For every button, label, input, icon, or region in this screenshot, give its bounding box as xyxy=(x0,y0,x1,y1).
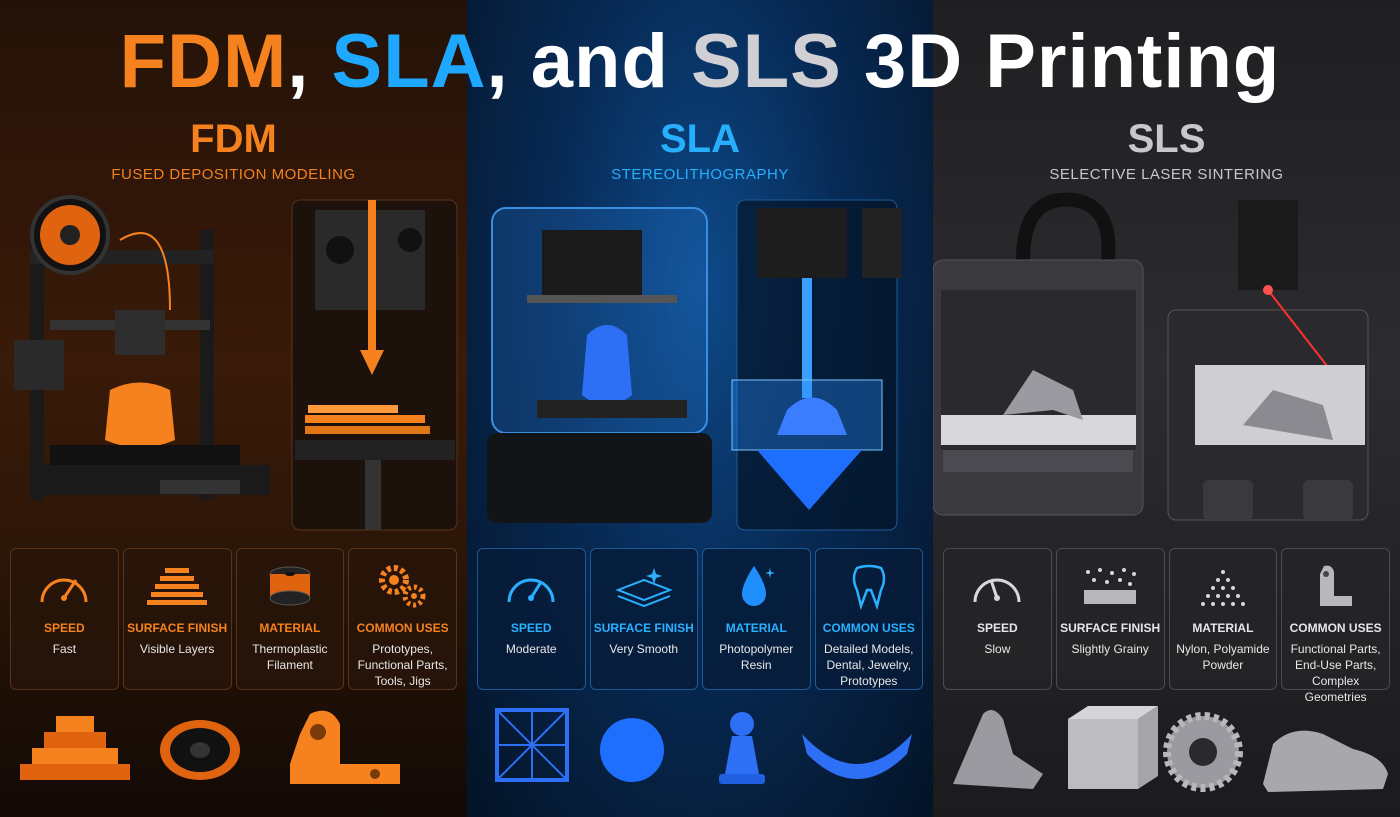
spec-value: Detailed Models, Dental, Jewelry, Protot… xyxy=(824,642,914,688)
fdm-abbr: FDM xyxy=(190,117,277,161)
spec-label: SPEED xyxy=(44,621,85,635)
speedometer-icon xyxy=(944,559,1051,613)
spec-value: Thermoplastic Filament xyxy=(252,642,328,672)
spec-value: Slightly Grainy xyxy=(1071,642,1149,656)
speedometer-icon xyxy=(478,559,585,613)
sls-sample-parts xyxy=(933,694,1400,806)
spec-label: COMMON USES xyxy=(356,621,449,635)
sls-spec-surface: SURFACE FINISH Slightly Grainy xyxy=(1055,548,1165,690)
spec-value: Photopolymer Resin xyxy=(719,642,794,672)
dental-aligner-part xyxy=(802,734,912,779)
spec-value: Moderate xyxy=(505,642,557,656)
fdm-column: FDM FUSED DEPOSITION MODELING xyxy=(0,0,467,817)
title-sep1: , xyxy=(287,19,310,104)
page-title: FDM, SLA, and SLS 3D Printing xyxy=(0,12,1400,112)
spec-label: MATERIAL xyxy=(259,621,321,635)
tooth-icon xyxy=(816,559,923,613)
sla-specs: SPEED Moderate SURFACE FINISH Very Smoot… xyxy=(477,548,923,690)
fdm-printer-illustration xyxy=(0,190,467,535)
fdm-specs: SPEED Fast SURFACE FINISH Visible Layers… xyxy=(10,548,457,690)
sla-abbr: SLA xyxy=(660,117,740,161)
gears-icon xyxy=(349,559,456,613)
sla-sample-parts xyxy=(467,694,933,806)
bracket-part xyxy=(290,710,400,784)
sls-column: SLS SELECTIVE LASER SINTERING SPEED Slow xyxy=(932,0,1400,817)
title-sls: SLS xyxy=(691,19,842,104)
spec-label: SURFACE FINISH xyxy=(127,621,228,635)
fdm-spec-surface: SURFACE FINISH Visible Layers xyxy=(122,548,232,690)
layers-icon xyxy=(124,559,231,613)
spec-value: Fast xyxy=(52,642,77,656)
title-sla: SLA xyxy=(331,19,487,104)
shoe-part xyxy=(1263,730,1388,792)
sla-spec-material: MATERIAL Photopolymer Resin xyxy=(702,548,811,690)
sla-column: SLA STEREOLITHOGRAPHY SPEED Moderate xyxy=(467,0,933,817)
bracket-part xyxy=(953,710,1043,789)
sls-printer-illustration xyxy=(932,190,1400,535)
sls-spec-speed: SPEED Slow xyxy=(943,548,1052,690)
grainy-surface-icon xyxy=(1057,559,1164,613)
spec-label: SURFACE FINISH xyxy=(1060,621,1161,635)
spec-label: COMMON USES xyxy=(822,621,915,635)
sla-full-name: STEREOLITHOGRAPHY xyxy=(611,166,789,183)
fdm-header: FDM FUSED DEPOSITION MODELING xyxy=(0,116,467,183)
filament-spool-icon xyxy=(237,559,344,613)
stepped-pyramid-part xyxy=(20,716,130,780)
filament-spool-part xyxy=(160,720,240,780)
title-sep2: , and xyxy=(486,19,669,104)
powder-pile-icon xyxy=(1170,559,1277,613)
spec-value: Slow xyxy=(984,642,1011,656)
lattice-block-part xyxy=(1068,706,1158,789)
fdm-sample-parts xyxy=(0,694,467,806)
spec-value: Very Smooth xyxy=(609,642,679,656)
sla-spec-uses: COMMON USES Detailed Models, Dental, Jew… xyxy=(814,548,923,690)
sls-spec-uses: COMMON USES Functional Parts, End-Use Pa… xyxy=(1281,548,1390,704)
bracket-part-icon xyxy=(1282,559,1389,613)
spec-value: Nylon, Polyamide Powder xyxy=(1176,642,1270,672)
spec-label: MATERIAL xyxy=(1192,621,1254,635)
spec-label: SPEED xyxy=(510,621,552,635)
sls-abbr: SLS xyxy=(1127,117,1206,161)
fdm-spec-speed: SPEED Fast xyxy=(10,548,119,690)
chess-pawn-part xyxy=(719,712,765,784)
sla-spec-surface: SURFACE FINISH Very Smooth xyxy=(589,548,698,690)
speedometer-icon xyxy=(11,559,118,613)
spec-label: SPEED xyxy=(977,621,1018,635)
smooth-surface-icon xyxy=(591,559,698,613)
spec-label: MATERIAL xyxy=(725,621,787,635)
title-rest: 3D Printing xyxy=(863,19,1281,104)
sphere-part xyxy=(600,718,664,782)
sls-full-name: SELECTIVE LASER SINTERING xyxy=(1049,166,1284,183)
fdm-spec-uses: COMMON USES Prototypes, Functional Parts… xyxy=(348,548,457,690)
sls-spec-material: MATERIAL Nylon, Polyamide Powder xyxy=(1168,548,1278,690)
spec-label: COMMON USES xyxy=(1289,621,1382,635)
resin-drop-icon xyxy=(703,559,810,613)
lattice-cube-part xyxy=(495,708,569,782)
sls-specs: SPEED Slow SURFACE FINISH Slightly Grain… xyxy=(943,548,1390,704)
sls-header: SLS SELECTIVE LASER SINTERING xyxy=(933,116,1400,183)
fdm-spec-material: MATERIAL Thermoplastic Filament xyxy=(235,548,345,690)
sla-spec-speed: SPEED Moderate xyxy=(477,548,586,690)
spec-label: SURFACE FINISH xyxy=(593,621,694,635)
spec-value: Visible Layers xyxy=(139,642,215,656)
spec-value: Functional Parts, End-Use Parts, Complex… xyxy=(1290,642,1381,704)
title-fdm: FDM xyxy=(119,19,288,104)
sla-header: SLA STEREOLITHOGRAPHY xyxy=(467,116,933,183)
spec-value: Prototypes, Functional Parts, Tools, Jig… xyxy=(357,642,448,688)
gear-part xyxy=(1163,712,1243,792)
sla-printer-illustration xyxy=(467,190,933,535)
fdm-full-name: FUSED DEPOSITION MODELING xyxy=(111,166,356,183)
